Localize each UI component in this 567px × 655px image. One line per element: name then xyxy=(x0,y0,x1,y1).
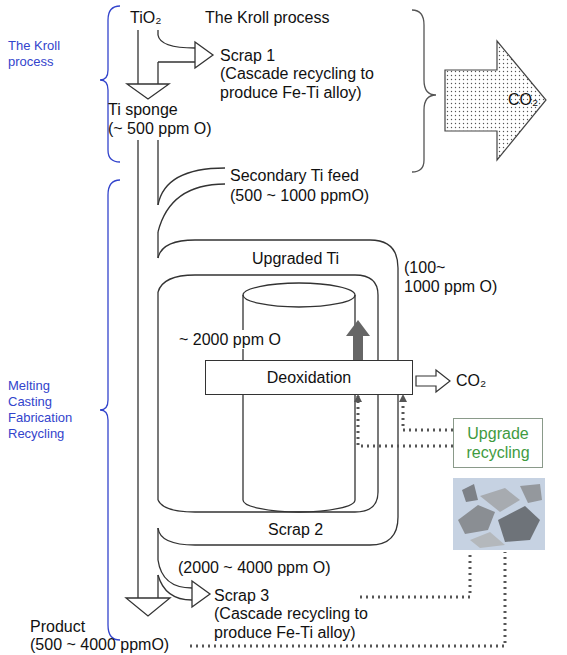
oxygen-level: 1000 ppm O) xyxy=(404,277,497,296)
merge-arrow xyxy=(158,168,225,232)
oxygen-level: (~ 500 ppm O) xyxy=(108,119,212,138)
scrap-piece xyxy=(458,505,495,534)
scrap-label: Scrap 3 xyxy=(214,586,269,605)
scrap-note: (Cascade recycling to produce Fe-Ti allo… xyxy=(214,604,389,642)
flow-arrow-head xyxy=(126,598,170,616)
dotted-connector xyxy=(358,396,453,446)
branch-arrow xyxy=(158,35,195,62)
oxygen-level: ~ 2000 ppm O xyxy=(177,330,283,349)
product-label: Product xyxy=(30,617,85,636)
scrap-photo xyxy=(453,478,545,550)
blue-bracket xyxy=(100,180,120,640)
oxygen-level: (500 ~ 1000 ppmO) xyxy=(230,186,369,205)
process-label: Deoxidation xyxy=(267,368,352,387)
scrap-piece xyxy=(520,484,542,503)
dotted-connector xyxy=(403,396,453,430)
flow-arrow xyxy=(138,140,158,598)
flow-arrow-head xyxy=(127,84,169,99)
flow-arrow xyxy=(138,30,158,84)
upgrade-arrow xyxy=(346,320,370,360)
emission-label: CO₂ xyxy=(456,371,486,390)
scrap-note: (Cascade recycling to produce Fe-Ti allo… xyxy=(220,64,395,102)
emission-arrow-node: CO₂ xyxy=(442,38,548,163)
oxygen-level: (500 ~ 4000 ppmO) xyxy=(30,635,169,654)
right-brace xyxy=(412,10,436,172)
scrap-piece xyxy=(470,532,505,548)
oxygen-level: (100~ xyxy=(404,258,445,277)
process-box: Deoxidation xyxy=(205,360,413,395)
scrap-piece xyxy=(462,484,478,502)
feed-label: Secondary Ti feed xyxy=(230,166,359,185)
heading-text: The Kroll process xyxy=(205,8,330,27)
stage-label: Melting Casting Fabrication Recycling xyxy=(8,378,88,442)
scrap-label: Scrap 2 xyxy=(268,520,323,539)
recycling-label: Upgrade recycling xyxy=(454,424,542,462)
cylinder-top xyxy=(243,283,355,307)
oxygen-level: (2000 ~ 4000 ppm O) xyxy=(178,558,331,577)
cylinder xyxy=(243,295,355,512)
emission-arrow xyxy=(416,370,450,392)
branch-arrow-head xyxy=(195,42,213,68)
recycling-box: Upgrade recycling xyxy=(453,418,543,468)
branch-arrow-head xyxy=(192,581,210,607)
scrap-piece xyxy=(498,506,540,542)
emission-label: CO₂ xyxy=(508,90,538,109)
blue-bracket xyxy=(100,6,120,162)
material-label: Upgraded Ti xyxy=(252,249,339,268)
material-label: Ti sponge xyxy=(108,100,178,119)
dotted-line xyxy=(360,552,470,597)
stage-label: The Kroll process xyxy=(8,38,78,70)
scrap-piece xyxy=(480,488,520,512)
material-label: TiO₂ xyxy=(130,8,161,27)
scrap-label: Scrap 1 xyxy=(220,46,275,65)
